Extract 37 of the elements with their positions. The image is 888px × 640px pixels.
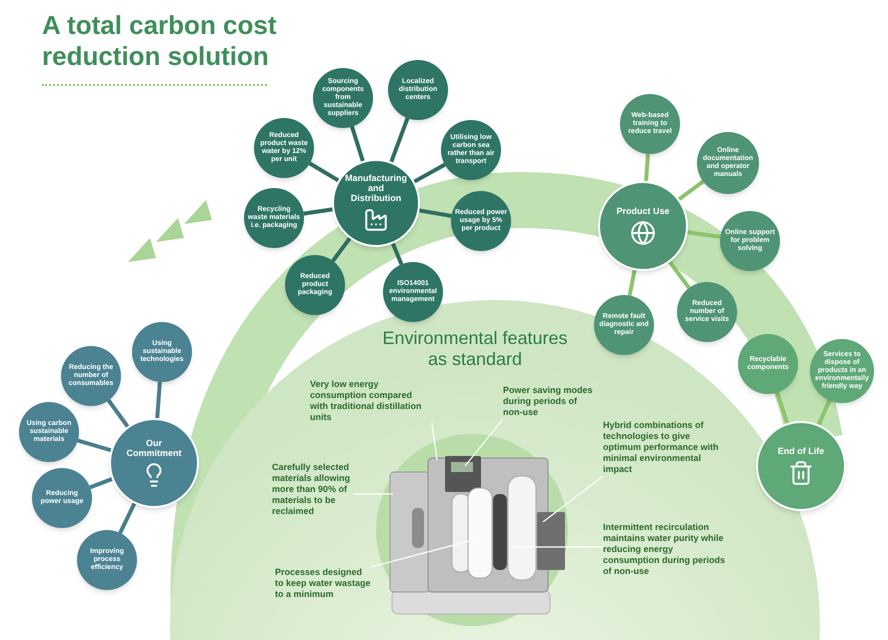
connector-line	[106, 399, 130, 428]
callout-text: Very low energy consumption compared with traditional distillation units	[310, 379, 432, 423]
hub-title: Manufacturing and Distribution	[344, 173, 408, 203]
callout-text: Intermittent recirculation maintains water purity while reducing energy consumption during periods of non-use	[603, 522, 729, 577]
leader-line	[464, 418, 504, 466]
connector-line	[350, 126, 365, 162]
connector-line	[308, 162, 340, 182]
title: A total carbon cost reduction solution	[42, 10, 278, 72]
callout-text: Hybrid combinations of technologies to give optimum performance with minimal environmental impact	[603, 420, 723, 475]
connector-line	[628, 270, 636, 296]
leader-line	[354, 493, 393, 495]
connector-line	[303, 207, 333, 216]
leader-line	[513, 546, 603, 548]
hub-title: Our Commitment	[125, 438, 182, 458]
connector-line	[687, 230, 721, 239]
connector-line	[77, 438, 112, 452]
connector-line	[155, 382, 162, 418]
connector-line	[118, 502, 136, 534]
leader-line	[431, 422, 438, 460]
water-purifier-drawing	[389, 455, 566, 615]
connector-line	[331, 237, 352, 262]
connector-line	[391, 242, 404, 266]
hub-title: Product Use	[615, 206, 670, 216]
connector-line	[817, 400, 832, 426]
connector-line	[644, 154, 650, 182]
connector-line	[389, 117, 410, 162]
section-heading: Environmental features as standard	[381, 328, 569, 370]
callout-text: Power saving modes during periods of non-use	[503, 385, 595, 418]
connector-line	[775, 392, 790, 424]
connector-line	[419, 208, 452, 218]
hub-title: End of Life	[776, 446, 826, 456]
callout-text: Carefully selected materials allowing more than 90% of materials to be reclaimed	[272, 462, 354, 517]
connector-line	[413, 162, 446, 184]
connector-line	[89, 477, 113, 490]
connector-line	[668, 260, 691, 290]
connector-line	[678, 180, 704, 201]
callout-text: Processes designed to keep water wastage to a minimum	[275, 567, 371, 600]
